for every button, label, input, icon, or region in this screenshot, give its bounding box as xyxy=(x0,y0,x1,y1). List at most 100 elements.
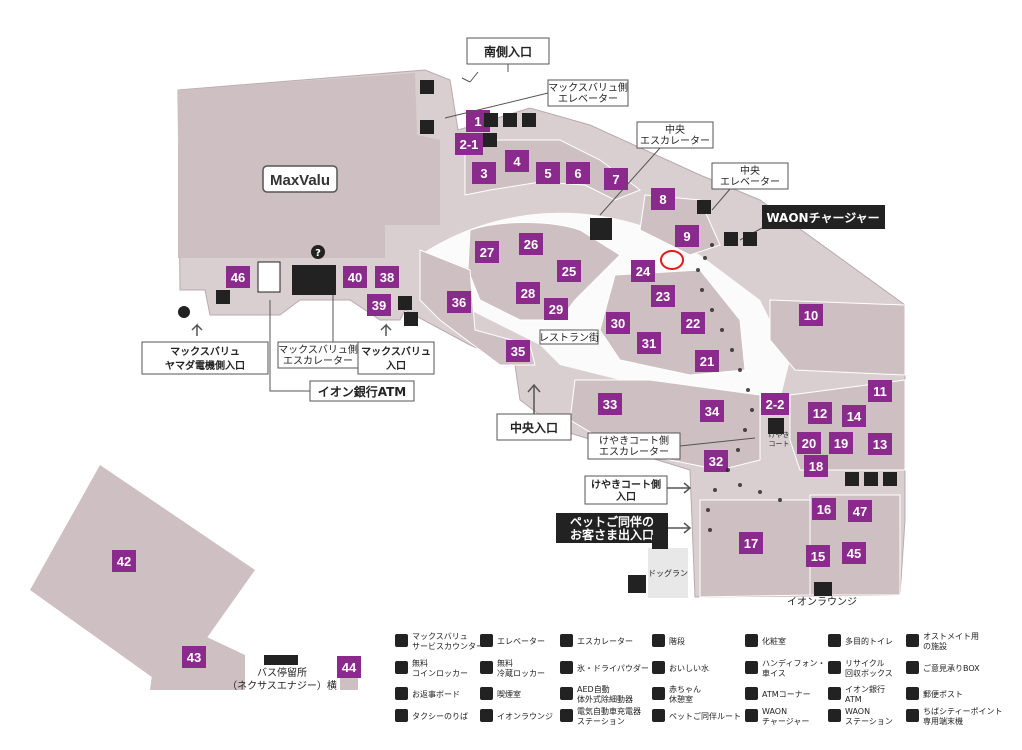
legend-item: おいしい水 xyxy=(652,661,709,674)
shop-10: 10 xyxy=(799,304,823,326)
legend-item: 多目的トイレ xyxy=(828,634,893,647)
stairs-icon xyxy=(652,634,665,647)
svg-text:中央: 中央 xyxy=(665,123,685,136)
service-counter-icon xyxy=(395,634,408,647)
legend-label: 冷蔵ロッカー xyxy=(497,668,545,678)
shop-number: 21 xyxy=(700,354,714,369)
keyaki-court-label-2: コート xyxy=(769,440,790,448)
aeon-lounge-icon xyxy=(480,709,493,722)
shop-number: 25 xyxy=(562,264,576,279)
legend-item: ペットご同伴ルート xyxy=(652,709,741,722)
shop-number: 22 xyxy=(686,316,700,331)
legend-label: 喫煙室 xyxy=(497,689,521,699)
callout-center-elevator: 中央 エレベーター xyxy=(711,162,789,211)
shop-number: 28 xyxy=(521,286,535,301)
legend-label: リサイクル xyxy=(845,659,885,668)
waon-charger-icon xyxy=(745,709,758,722)
legend-label: 氷・ドライパウダー xyxy=(577,663,649,673)
escalator-icon xyxy=(590,218,612,240)
shop-number: 6 xyxy=(574,166,581,181)
shop-number: 26 xyxy=(524,237,538,252)
callout-waon-charger: WAONチャージャー xyxy=(739,205,885,241)
legend-label: 車イス xyxy=(762,668,786,678)
shop-number: 18 xyxy=(809,459,823,474)
shop-27: 27 xyxy=(475,241,499,263)
stairs-icon xyxy=(420,80,434,94)
shop-number: 5 xyxy=(544,166,551,181)
shop-number: 47 xyxy=(853,504,867,519)
svg-text:エスカレーター: エスカレーター xyxy=(640,135,710,147)
legend-label: WAON xyxy=(845,707,870,716)
service-counter-icon xyxy=(311,245,325,259)
svg-text:マックスバリュ: マックスバリュ xyxy=(170,346,240,358)
legend-label: 電気自動車充電器 xyxy=(577,706,641,716)
legend-label: ステーション xyxy=(845,717,893,726)
shop-number: 30 xyxy=(611,316,625,331)
callout-keyaki-escalator: けやきコート側 エスカレーター xyxy=(587,432,756,460)
shop-number: 32 xyxy=(709,454,723,469)
svg-text:バス停留所: バス停留所 xyxy=(257,666,307,679)
shop-31: 31 xyxy=(637,332,661,354)
svg-text:エレベーター: エレベーター xyxy=(720,176,780,188)
multipurpose-toilet-icon-3 xyxy=(883,472,897,486)
elevator-icon xyxy=(420,120,434,134)
shop-number: 15 xyxy=(811,549,825,564)
coin-locker-icon xyxy=(257,261,281,293)
keyaki-court-label: けやき xyxy=(769,431,790,439)
svg-text:マックスバリュ: マックスバリュ xyxy=(361,346,431,358)
shop-number: 9 xyxy=(683,229,690,244)
legend-label: ハンディフォン・ xyxy=(762,658,825,668)
callout-restaurant-street: レストラン街 xyxy=(539,329,599,345)
legend-label: ちばシティーポイント xyxy=(923,707,1003,716)
shop-24: 24 xyxy=(631,260,655,282)
legend-item: イオンラウンジ xyxy=(480,709,553,722)
ostomate-icon xyxy=(522,113,536,127)
legend-item: お返事ボード xyxy=(395,687,460,700)
escalator-icon-3 xyxy=(292,265,336,295)
shop-36: 36 xyxy=(447,291,471,313)
shop-19: 19 xyxy=(829,432,853,454)
legend-label: 階段 xyxy=(669,636,685,646)
baby-room-icon xyxy=(652,687,665,700)
legend-label: ステーション xyxy=(577,717,625,726)
shop-number: 2-2 xyxy=(766,397,785,412)
shop-44: 44 xyxy=(337,656,361,678)
legend-label: 回収ボックス xyxy=(845,668,893,678)
shop-number: 40 xyxy=(348,270,362,285)
shop-18: 18 xyxy=(804,455,828,477)
svg-text:エスカレーター: エスカレーター xyxy=(283,355,353,367)
svg-text:けやきコート側: けやきコート側 xyxy=(599,434,669,447)
chiba-city-point-icon xyxy=(906,709,919,722)
legend-label: AED自動 xyxy=(577,684,610,694)
atm-icon-2 xyxy=(768,418,784,434)
ice-dry-powder-icon xyxy=(560,661,573,674)
legend-item: 化粧室 xyxy=(745,634,786,647)
legend-label: 体外式除細動器 xyxy=(577,694,633,704)
legend-item: 階段 xyxy=(652,634,685,647)
shop-number: 23 xyxy=(656,289,670,304)
pet-route xyxy=(696,243,782,532)
shop-14: 14 xyxy=(842,405,866,427)
shop-22: 22 xyxy=(681,312,705,334)
smoking-room-icon xyxy=(480,687,493,700)
legend-label: イオンラウンジ xyxy=(497,712,553,721)
shop-number: 42 xyxy=(117,554,131,569)
aeon-lounge-label: イオンラウンジ xyxy=(787,596,857,608)
callout-mv-entrance: マックスバリュ 入口 xyxy=(357,323,435,375)
shop-number: 16 xyxy=(817,502,831,517)
shop-6: 6 xyxy=(566,162,590,184)
shop-number: 46 xyxy=(231,270,245,285)
legend-item: イオン銀行ATM xyxy=(828,684,885,704)
legend-label: サービスカウンター xyxy=(412,642,484,651)
shop-3: 3 xyxy=(472,162,496,184)
legend-item: エスカレーター xyxy=(560,634,633,647)
shop-7: 7 xyxy=(604,168,628,190)
shop-47: 47 xyxy=(848,500,872,522)
callout-pet-entrance: ペットご同伴の お客さま出入口 xyxy=(556,513,692,543)
legend-label: 郵便ポスト xyxy=(923,689,963,699)
shop-4: 4 xyxy=(505,150,529,172)
atm-icon xyxy=(745,687,758,700)
